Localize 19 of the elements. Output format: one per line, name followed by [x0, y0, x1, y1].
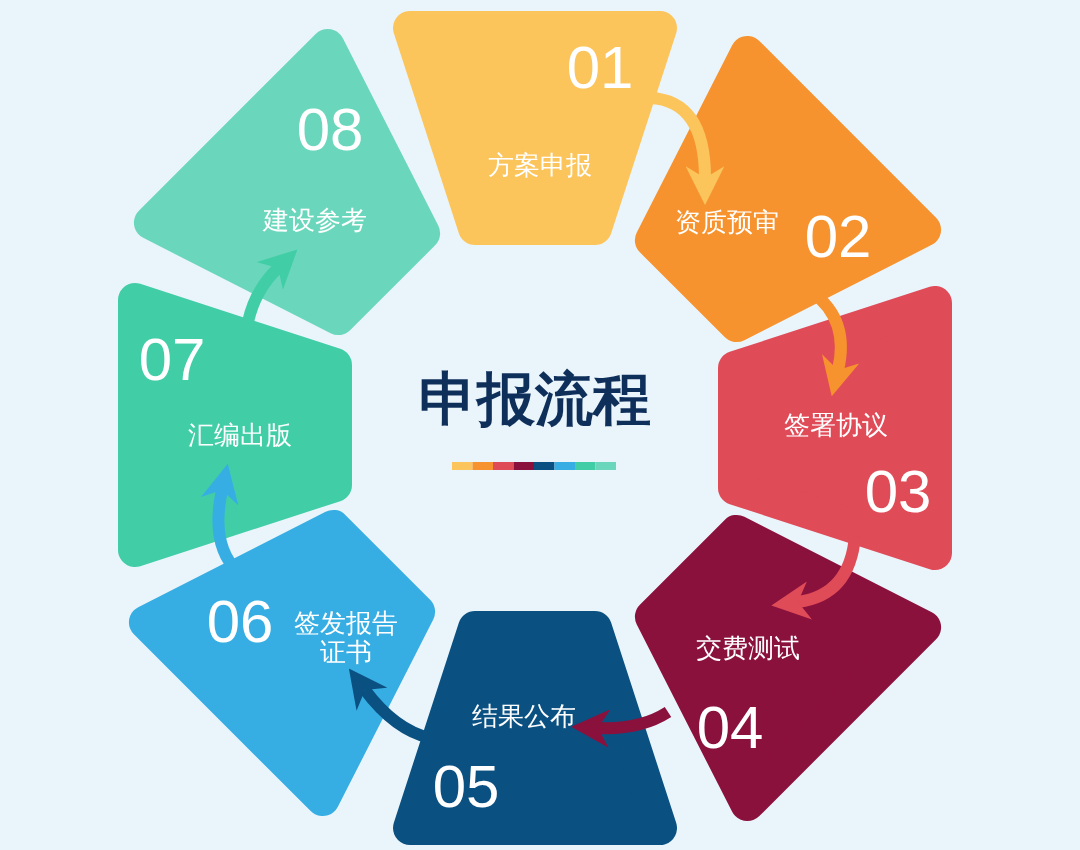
curved-arrow: [571, 706, 672, 748]
curved-arrow: [242, 248, 297, 324]
step-number: 08: [296, 100, 364, 160]
step-label: 签发报告证书: [293, 609, 399, 667]
step-label: 签署协议: [783, 410, 889, 440]
step-number: 04: [696, 698, 764, 758]
step-label: 建设参考: [262, 205, 368, 235]
step-number: 01: [566, 38, 634, 98]
step-label: 结果公布: [471, 701, 577, 731]
step-number: 02: [804, 207, 872, 267]
step-label: 汇编出版: [187, 420, 293, 450]
step-number: 05: [432, 757, 500, 817]
title: 申报流程: [419, 364, 651, 435]
step-number: 06: [206, 592, 274, 652]
step-label: 资质预审: [674, 207, 780, 237]
step-number: 07: [138, 330, 206, 390]
step-label: 交费测试: [695, 633, 801, 663]
step-label: 方案申报: [487, 150, 593, 180]
step-number: 03: [864, 462, 932, 522]
